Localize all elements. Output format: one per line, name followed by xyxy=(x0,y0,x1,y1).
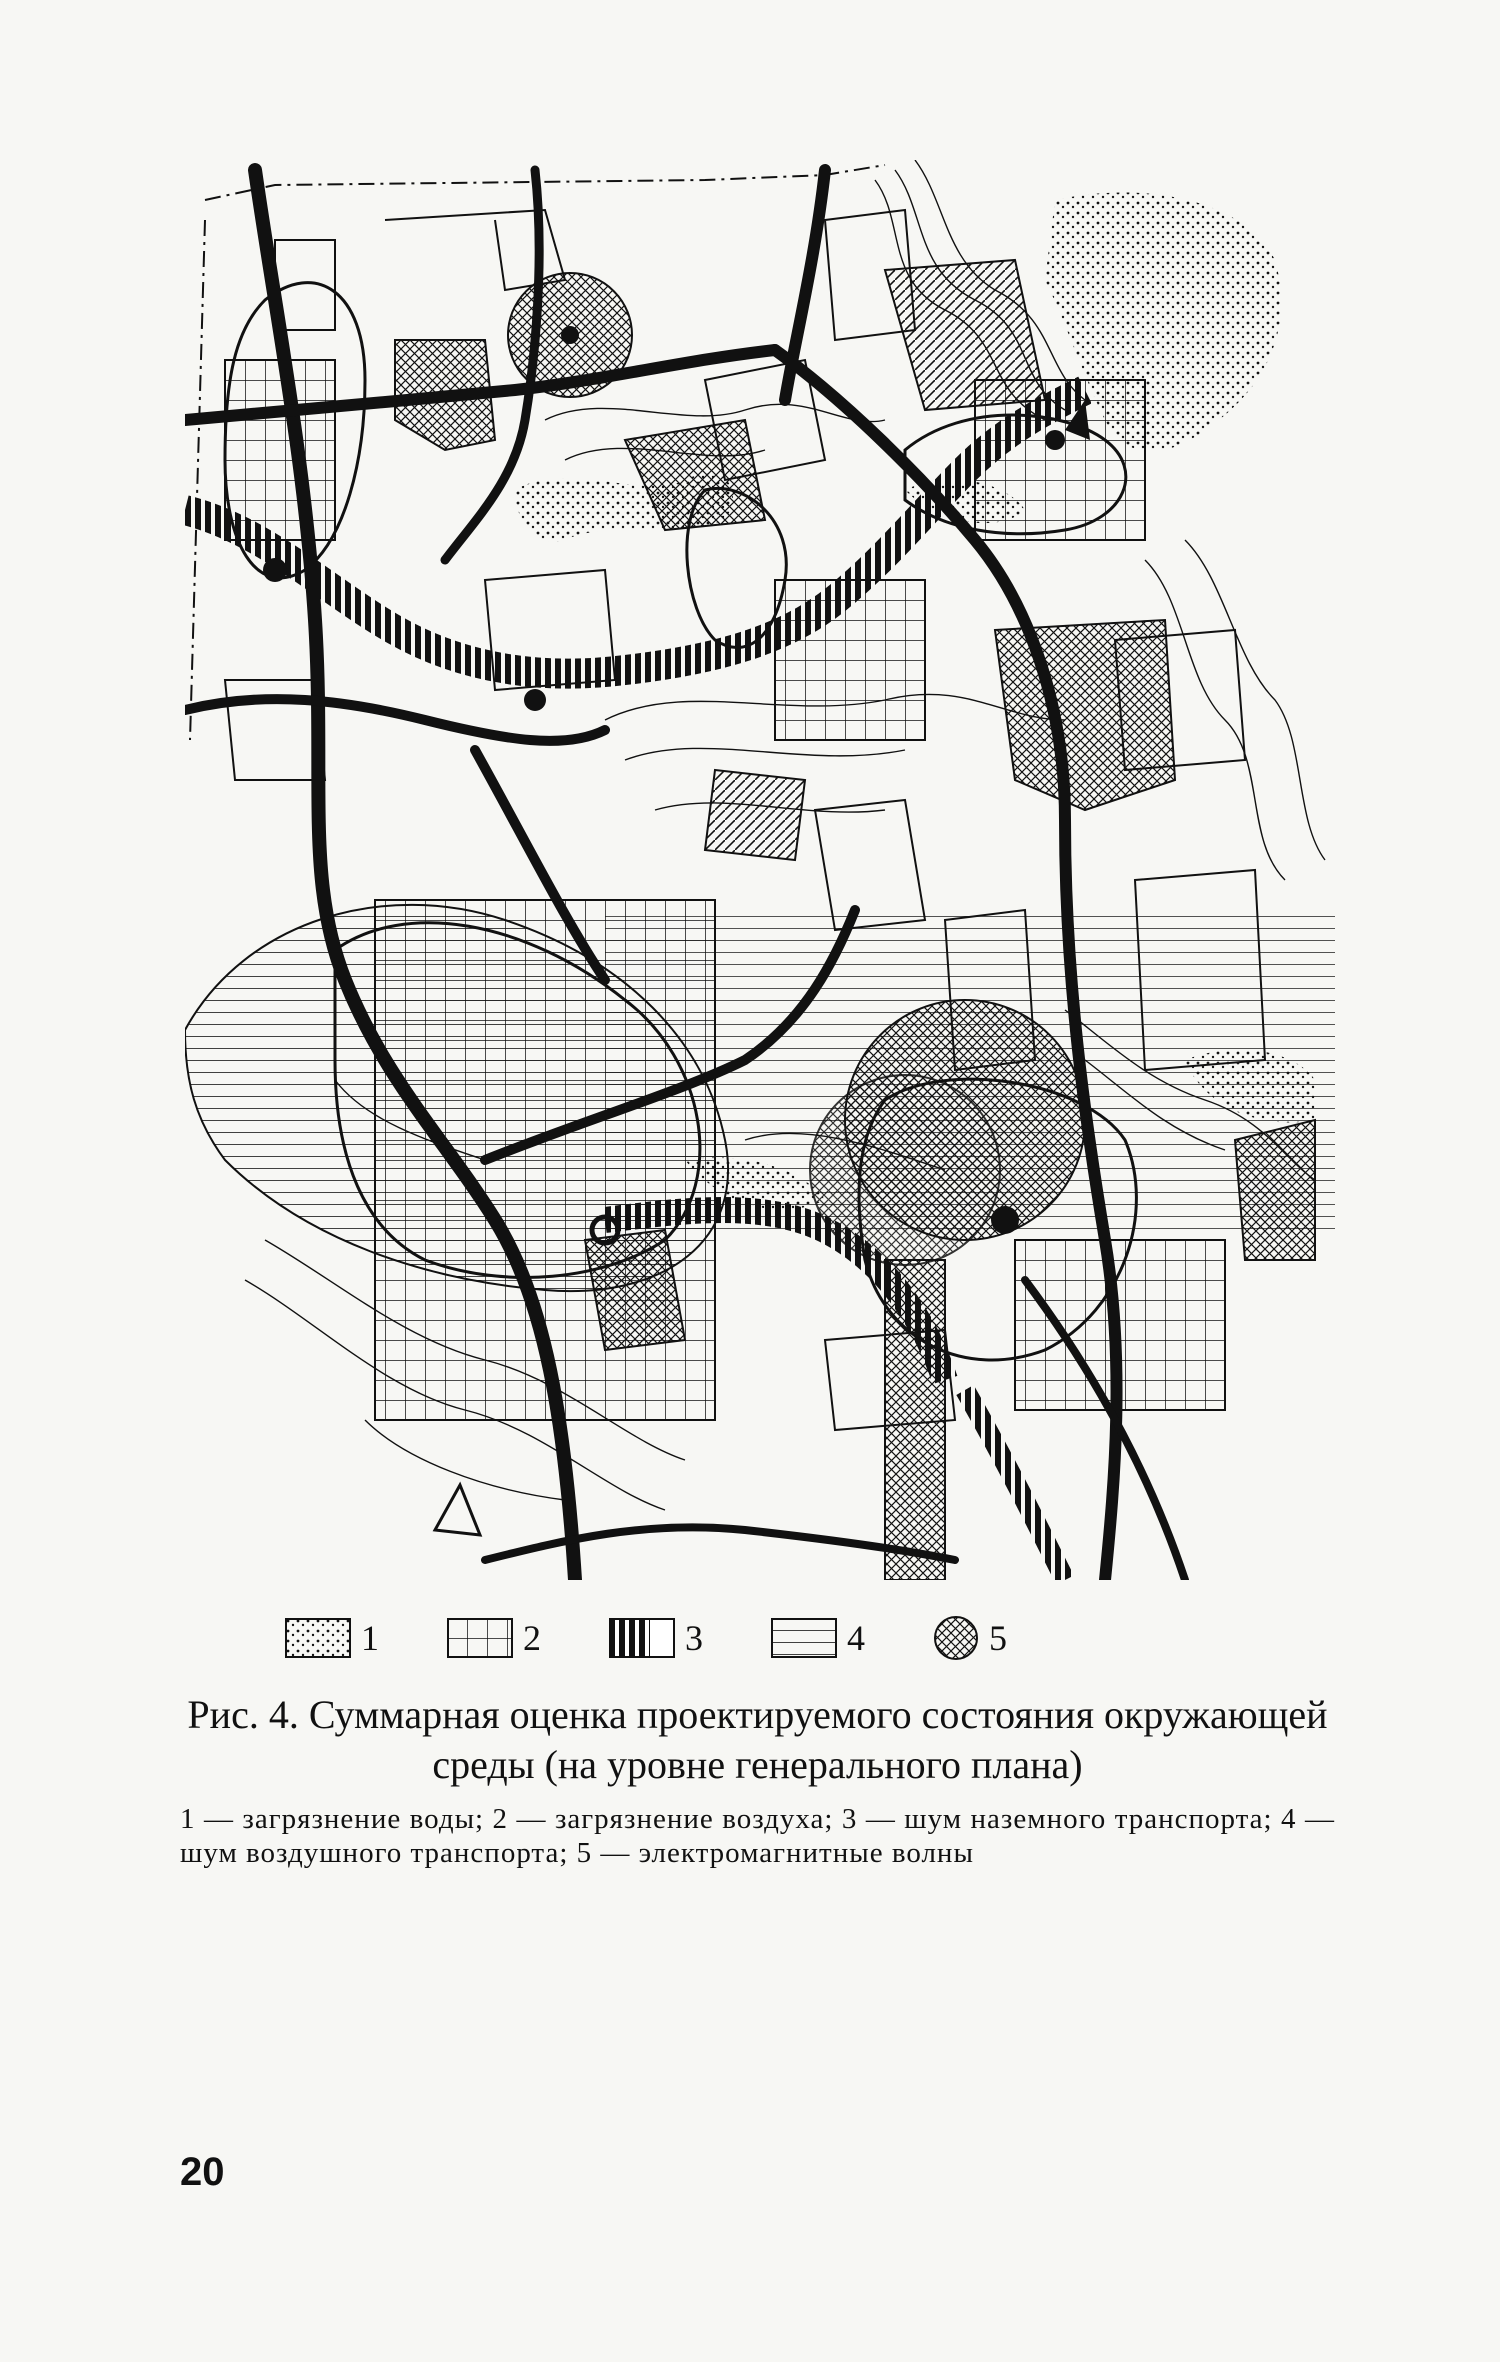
environment-assessment-map xyxy=(185,160,1335,1580)
figure-title: Рис. 4. Суммарная оценка проектируемого … xyxy=(187,1692,1328,1787)
bars-swatch-icon xyxy=(609,1618,675,1658)
figure-caption: Рис. 4. Суммарная оценка проектируемого … xyxy=(180,1690,1335,1870)
crosshatch-circle-swatch-icon xyxy=(934,1616,978,1660)
map-legend: 1 2 3 4 5 xyxy=(285,1610,1085,1666)
legend-item-4: 4 xyxy=(771,1618,865,1658)
ground-transport-noise-band xyxy=(185,376,1092,689)
legend-item-3: 3 xyxy=(609,1618,703,1658)
legend-number: 2 xyxy=(523,1618,541,1658)
hlines-swatch-icon xyxy=(771,1618,837,1658)
legend-item-1: 1 xyxy=(285,1618,379,1658)
legend-number: 5 xyxy=(989,1618,1007,1658)
dots-swatch-icon xyxy=(285,1618,351,1658)
legend-item-5: 5 xyxy=(933,1615,1007,1661)
air-pollution-zone xyxy=(224,359,336,541)
plan-boundary xyxy=(204,164,886,201)
legend-number: 1 xyxy=(361,1618,379,1658)
grid-swatch-icon xyxy=(447,1618,513,1658)
legend-item-2: 2 xyxy=(447,1618,541,1658)
page-number: 20 xyxy=(180,2150,225,2194)
figure-legend-text: 1 — загрязнение воды; 2 — загрязнение во… xyxy=(180,1803,1335,1869)
legend-number: 3 xyxy=(685,1618,703,1658)
legend-number: 4 xyxy=(847,1618,865,1658)
